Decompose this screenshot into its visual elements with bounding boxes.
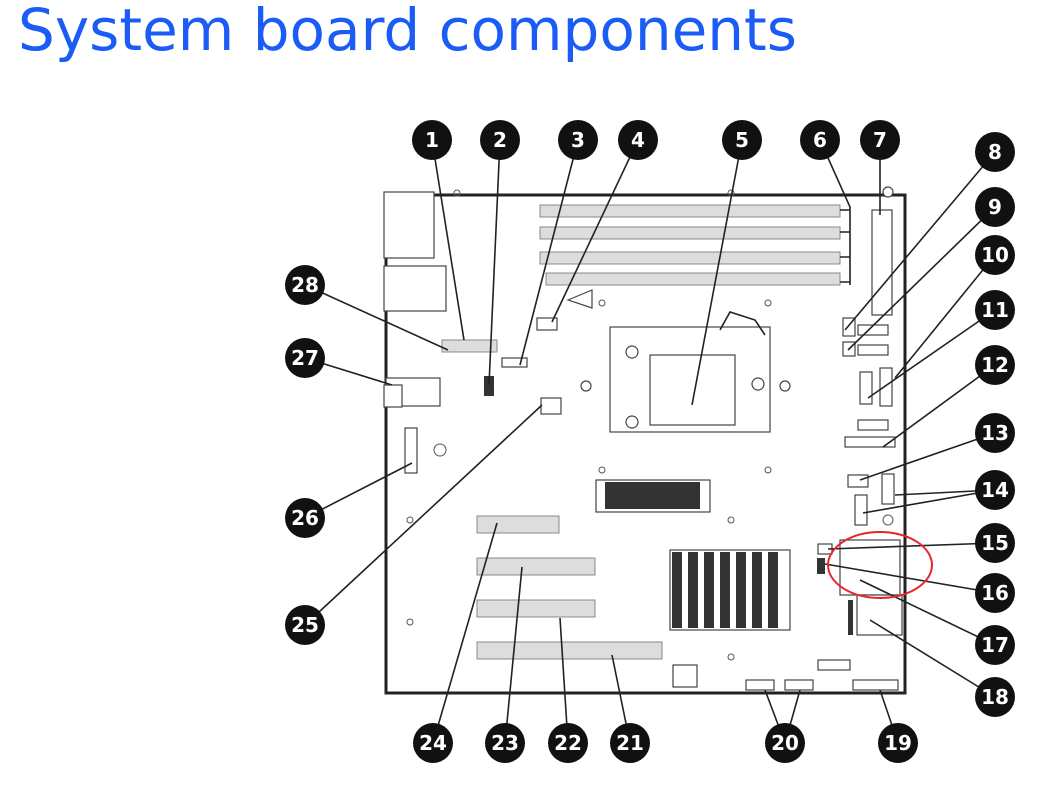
- svg-text:13: 13: [981, 421, 1009, 445]
- svg-text:22: 22: [554, 731, 582, 755]
- callout-1: 1: [412, 120, 452, 160]
- callout-19: 19: [878, 723, 918, 763]
- svg-text:25: 25: [291, 613, 319, 637]
- svg-text:8: 8: [988, 140, 1002, 164]
- callout-18: 18: [975, 677, 1015, 717]
- svg-text:17: 17: [981, 633, 1009, 657]
- chipset-heatsink: [669, 549, 791, 631]
- leader-lines: [304, 139, 996, 744]
- svg-text:18: 18: [981, 685, 1009, 709]
- expansion-slots: [476, 515, 663, 660]
- callout-22: 22: [548, 723, 588, 763]
- svg-text:5: 5: [735, 128, 749, 152]
- svg-text:24: 24: [419, 731, 447, 755]
- callout-8: 8: [975, 132, 1015, 172]
- svg-text:3: 3: [571, 128, 585, 152]
- callout-7: 7: [860, 120, 900, 160]
- callout-6: 6: [800, 120, 840, 160]
- callout-28: 28: [285, 265, 325, 305]
- callout-3: 3: [558, 120, 598, 160]
- svg-text:20: 20: [771, 731, 799, 755]
- callout-17: 17: [975, 625, 1015, 665]
- mounting-holes: [406, 189, 894, 661]
- svg-text:11: 11: [981, 298, 1009, 322]
- svg-text:1: 1: [425, 128, 439, 152]
- svg-text:6: 6: [813, 128, 827, 152]
- headers: [404, 317, 903, 691]
- svg-text:19: 19: [884, 731, 912, 755]
- dimm-slots: [539, 204, 841, 286]
- svg-text:27: 27: [291, 346, 319, 370]
- callout-10: 10: [975, 235, 1015, 275]
- rear-io-ports: [383, 191, 447, 408]
- page-title: System board components: [18, 0, 797, 64]
- svg-text:26: 26: [291, 506, 319, 530]
- callout-12: 12: [975, 345, 1015, 385]
- svg-text:7: 7: [873, 128, 887, 152]
- callout-9: 9: [975, 187, 1015, 227]
- processor-socket: [609, 311, 771, 433]
- svg-text:28: 28: [291, 273, 319, 297]
- callout-4: 4: [618, 120, 658, 160]
- callout-16: 16: [975, 573, 1015, 613]
- callout-13: 13: [975, 413, 1015, 453]
- svg-text:21: 21: [616, 731, 644, 755]
- system-board: [384, 193, 907, 695]
- callout-2: 2: [480, 120, 520, 160]
- svg-text:2: 2: [493, 128, 507, 152]
- callout-23: 23: [485, 723, 525, 763]
- svg-text:15: 15: [981, 531, 1009, 555]
- svg-text:16: 16: [981, 581, 1009, 605]
- callout-14: 14: [975, 470, 1015, 510]
- callout-21: 21: [610, 723, 650, 763]
- callout-5: 5: [722, 120, 762, 160]
- power-connector: [871, 209, 893, 316]
- svg-text:10: 10: [981, 243, 1009, 267]
- svg-text:9: 9: [988, 195, 1002, 219]
- svg-text:14: 14: [981, 478, 1009, 502]
- callout-24: 24: [413, 723, 453, 763]
- callout-26: 26: [285, 498, 325, 538]
- svg-text:4: 4: [631, 128, 645, 152]
- svg-text:23: 23: [491, 731, 519, 755]
- callout-20: 20: [765, 723, 805, 763]
- callout-27: 27: [285, 338, 325, 378]
- svg-text:12: 12: [981, 353, 1009, 377]
- callout-15: 15: [975, 523, 1015, 563]
- callout-25: 25: [285, 605, 325, 645]
- highlight-circle: [827, 531, 933, 599]
- callout-11: 11: [975, 290, 1015, 330]
